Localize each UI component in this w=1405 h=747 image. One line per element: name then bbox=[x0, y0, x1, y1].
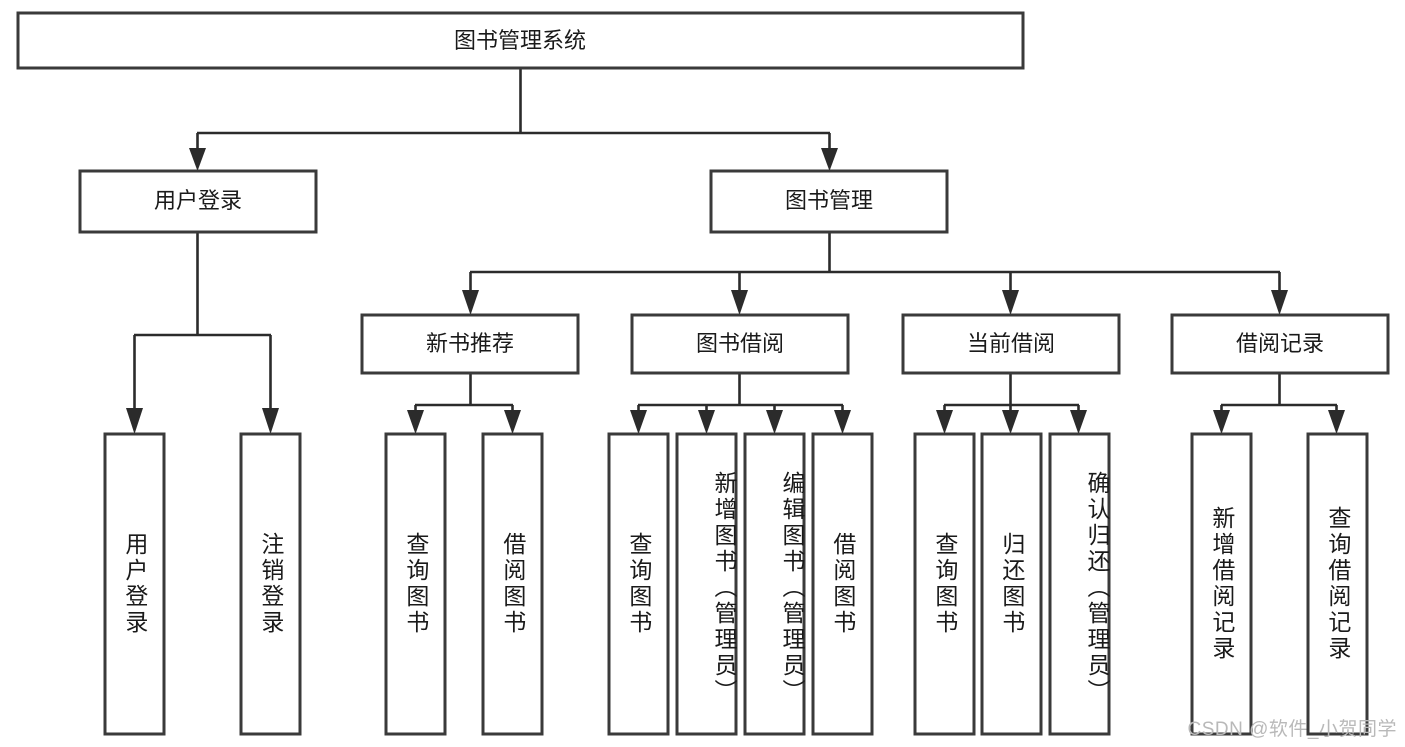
node-book-manage-label: 图书管理 bbox=[785, 188, 873, 213]
node-book-borrow-box[interactable] bbox=[630, 313, 850, 375]
node-root-box[interactable] bbox=[16, 11, 1025, 70]
node-leaf-add-book-box[interactable] bbox=[675, 432, 738, 736]
node-leaf-query-record-box[interactable] bbox=[1306, 432, 1369, 736]
arrowhead-leaf-borrow-book-2 bbox=[834, 410, 851, 434]
arrowhead-book-manage bbox=[821, 148, 838, 171]
arrowhead-leaf-query-book-2 bbox=[630, 410, 647, 434]
connector-group-current-borrow bbox=[936, 373, 1087, 434]
connector-group-borrow-record bbox=[1213, 373, 1345, 434]
node-leaf-query-book-2-box[interactable] bbox=[607, 432, 670, 736]
node-user-login-box[interactable] bbox=[78, 169, 318, 234]
node-leaf-borrow-book-1-box[interactable] bbox=[481, 432, 544, 736]
node-borrow-record-box[interactable] bbox=[1170, 313, 1390, 375]
arrowhead-leaf-user-login bbox=[126, 408, 143, 434]
arrowhead-leaf-add-record bbox=[1213, 410, 1230, 434]
arrowhead-leaf-edit-book bbox=[766, 410, 783, 434]
node-leaf-user-login-box[interactable] bbox=[103, 432, 166, 736]
connector-group-user-login bbox=[126, 232, 279, 434]
watermark-text: CSDN @软件_小贺同学 bbox=[1187, 719, 1397, 740]
node-leaf-query-book-3-box[interactable] bbox=[913, 432, 976, 736]
arrowhead-leaf-query-record bbox=[1328, 410, 1345, 434]
connector-group-book-borrow bbox=[630, 373, 851, 434]
node-leaf-confirm-return-box[interactable] bbox=[1048, 432, 1111, 736]
node-leaf-edit-book-box[interactable] bbox=[743, 432, 806, 736]
arrowhead-leaf-add-book bbox=[698, 410, 715, 434]
node-book-manage-box[interactable] bbox=[709, 169, 949, 234]
node-new-book-rec-label: 新书推荐 bbox=[426, 331, 514, 356]
node-leaf-return-book-box[interactable] bbox=[980, 432, 1043, 736]
node-leaf-user-logout-box[interactable] bbox=[239, 432, 302, 736]
node-leaf-query-book-1-box[interactable] bbox=[384, 432, 447, 736]
node-leaf-add-record-box[interactable] bbox=[1190, 432, 1253, 736]
node-new-book-rec-box[interactable] bbox=[360, 313, 580, 375]
node-user-login-label: 用户登录 bbox=[154, 188, 242, 213]
arrowhead-leaf-borrow-book-1 bbox=[504, 410, 521, 434]
arrowhead-leaf-query-book-1 bbox=[407, 410, 424, 434]
arrowhead-leaf-user-logout bbox=[262, 408, 279, 434]
connector-group-root bbox=[189, 68, 838, 171]
node-book-borrow-label: 图书借阅 bbox=[696, 331, 784, 356]
node-root-label: 图书管理系统 bbox=[454, 28, 586, 53]
arrowhead-book-borrow bbox=[731, 290, 748, 315]
arrowhead-current-borrow bbox=[1002, 290, 1019, 315]
node-leaf-borrow-book-2-box[interactable] bbox=[811, 432, 874, 736]
arrowhead-leaf-query-book-3 bbox=[936, 410, 953, 434]
arrowhead-new-book-rec bbox=[462, 290, 479, 315]
connector-group-new-book-rec bbox=[407, 373, 521, 434]
node-borrow-record-label: 借阅记录 bbox=[1236, 331, 1324, 356]
arrowhead-leaf-return-book bbox=[1002, 410, 1019, 434]
arrowhead-borrow-record bbox=[1271, 290, 1288, 315]
arrowhead-user-login bbox=[189, 148, 206, 171]
node-current-borrow-box[interactable] bbox=[901, 313, 1121, 375]
arrowhead-leaf-confirm-return bbox=[1070, 410, 1087, 434]
connector-group-book-manage bbox=[462, 232, 1288, 315]
node-current-borrow-label: 当前借阅 bbox=[967, 331, 1055, 356]
